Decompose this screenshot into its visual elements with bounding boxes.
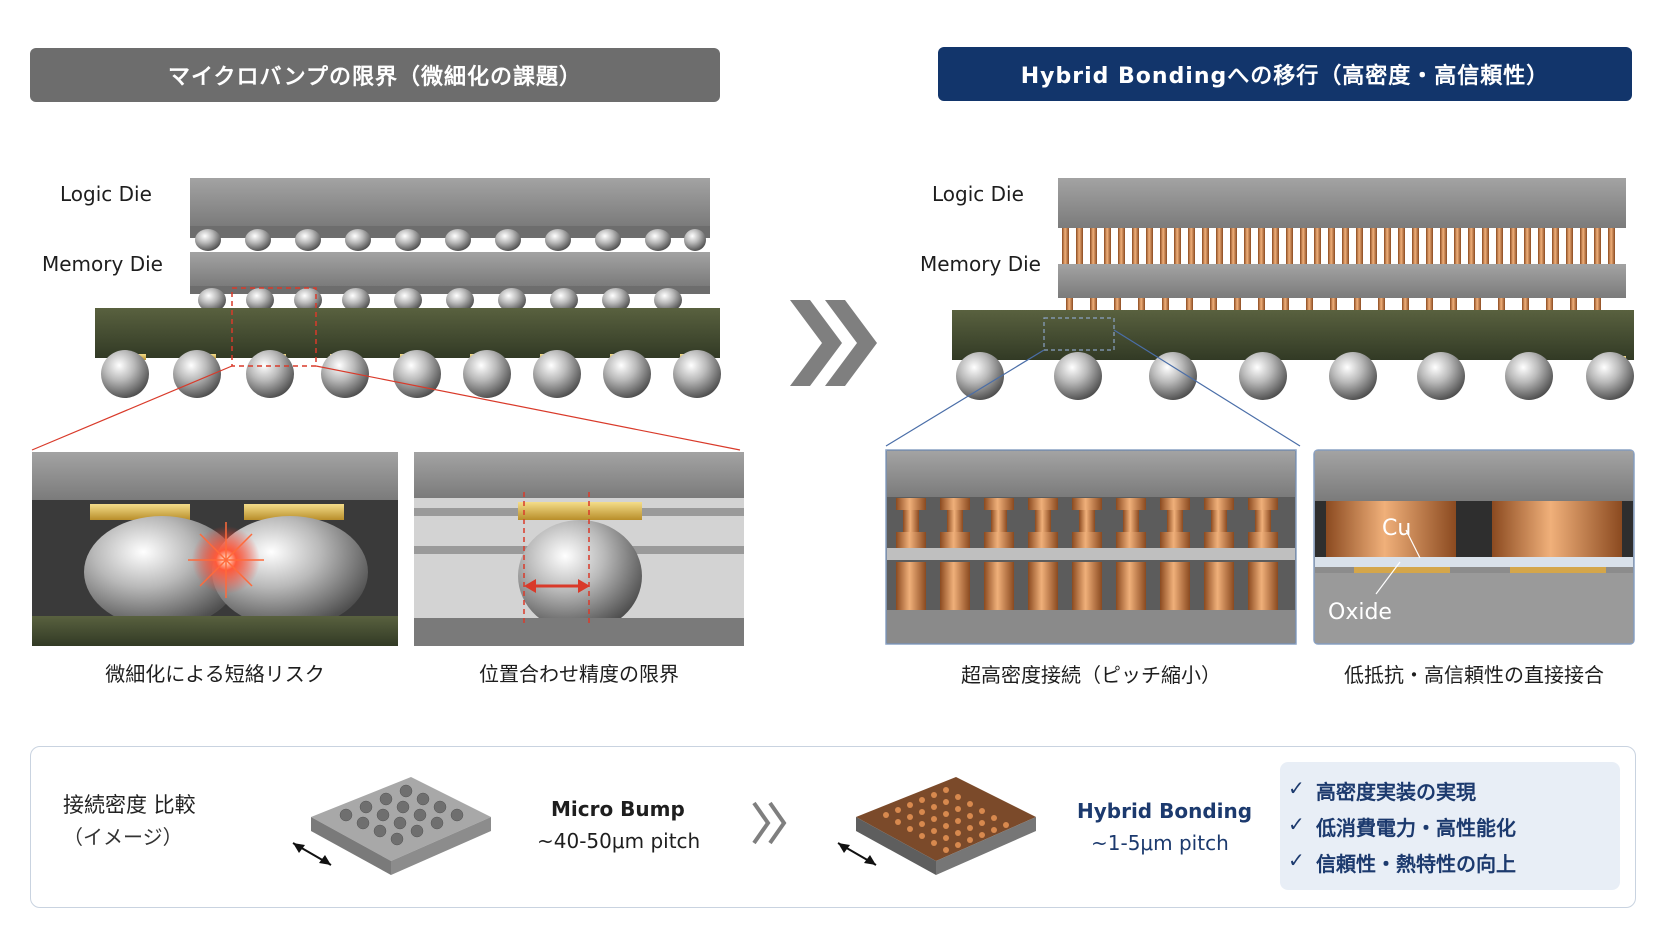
- hybrid-copper-pillars-upper: [1062, 228, 1615, 264]
- cu-label: Cu: [1382, 516, 1412, 541]
- left-memory-die-label: Memory Die: [42, 252, 163, 276]
- hybrid-bonding-name: Hybrid Bonding: [1077, 799, 1253, 823]
- hybrid-copper-pillars-lower: [1066, 298, 1601, 312]
- checkmark-icon: ✓: [1288, 812, 1305, 836]
- micro-bump-pitch: ~40-50μm pitch: [537, 829, 701, 853]
- micro-bump-name: Micro Bump: [551, 797, 685, 821]
- oxide-label: Oxide: [1328, 600, 1392, 625]
- left-solder-balls: [101, 350, 721, 398]
- right-hybrid-bonding-stack: [885, 178, 1634, 447]
- hybrid-bonding-array-illustration: [837, 777, 1036, 875]
- benefit-item: ✓ 信頼性・熱特性の向上: [1288, 848, 1516, 877]
- right-solder-balls: [956, 352, 1634, 400]
- left-micro-bump-stack: [31, 178, 741, 451]
- direct-bond-caption: 低抵抗・高信頼性の直接接合: [1344, 663, 1604, 687]
- stack-illustrations: [31, 178, 1635, 646]
- comparison-chevron-icon: [752, 801, 787, 845]
- checkmark-icon: ✓: [1288, 848, 1305, 872]
- benefit-text: 信頼性・熱特性の向上: [1316, 852, 1516, 876]
- memory-micro-bumps: [198, 288, 682, 312]
- right-memory-die-label: Memory Die: [920, 252, 1041, 276]
- micro-bump-array-illustration: [292, 777, 491, 875]
- benefits-panel: ✓ 高密度実装の実現 ✓ 低消費電力・高性能化 ✓ 信頼性・熱特性の向上: [1280, 762, 1620, 890]
- comparison-subtitle: （イメージ）: [63, 825, 183, 849]
- benefit-text: 低消費電力・高性能化: [1316, 816, 1516, 840]
- left-logic-die-label: Logic Die: [60, 182, 152, 206]
- right-section-header: Hybrid Bondingへの移行（高密度・高信頼性）: [938, 47, 1632, 101]
- alignment-limit-caption: 位置合わせ精度の限界: [479, 662, 679, 686]
- short-risk-zoom-panel: [32, 452, 398, 646]
- alignment-limit-zoom-panel: [414, 452, 744, 646]
- checkmark-icon: ✓: [1288, 776, 1305, 800]
- benefit-item: ✓ 低消費電力・高性能化: [1288, 812, 1516, 841]
- logic-micro-bumps: [195, 229, 706, 251]
- benefit-text: 高密度実装の実現: [1316, 780, 1476, 804]
- right-logic-die-label: Logic Die: [932, 182, 1024, 206]
- left-section-header: マイクロバンプの限界（微細化の課題）: [30, 48, 720, 102]
- hybrid-bonding-pitch: ~1-5μm pitch: [1091, 831, 1229, 855]
- short-risk-caption: 微細化による短絡リスク: [105, 662, 325, 686]
- ultra-dense-zoom-panel: [885, 449, 1297, 645]
- comparison-title: 接続密度 比較: [63, 793, 196, 817]
- ultra-dense-caption: 超高密度接続（ピッチ縮小）: [961, 663, 1221, 687]
- direct-bond-zoom-panel: [1313, 449, 1635, 645]
- benefit-item: ✓ 高密度実装の実現: [1288, 776, 1476, 805]
- double-chevron-right-icon: [790, 300, 877, 386]
